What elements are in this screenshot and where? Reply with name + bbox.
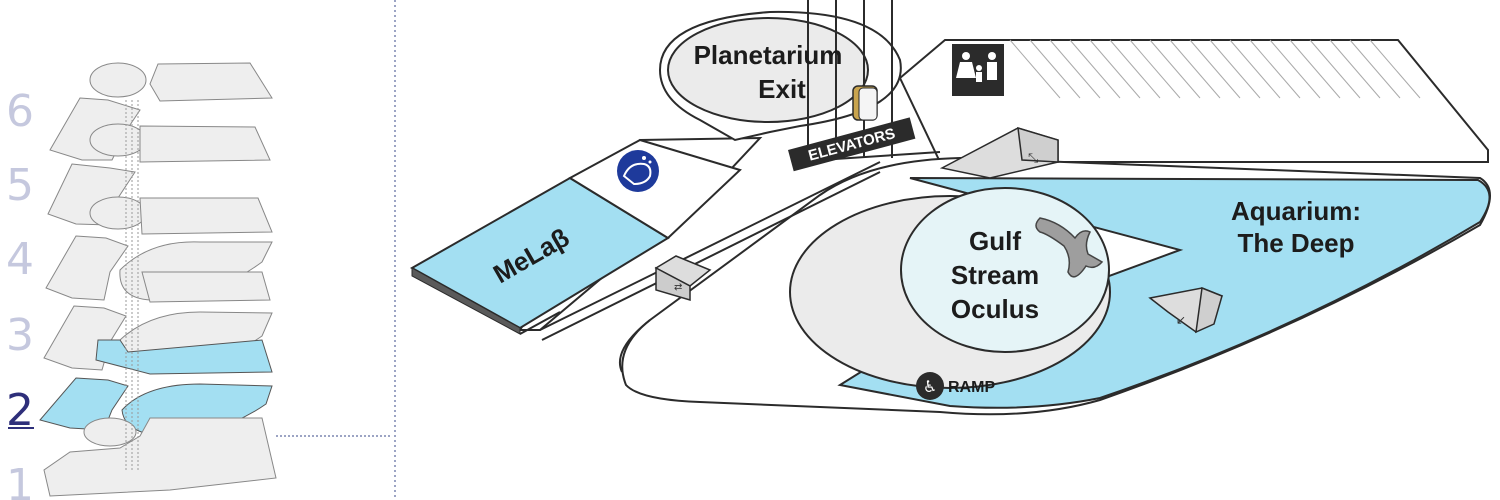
svg-text:⇄: ⇄ xyxy=(674,282,682,293)
floor-label-1[interactable]: 1 xyxy=(6,460,34,500)
elevator-door-icon xyxy=(852,85,878,121)
melab-room[interactable] xyxy=(409,138,742,335)
floor-6-plan[interactable] xyxy=(49,62,273,161)
planetarium-label-line2: Exit xyxy=(758,74,806,104)
gulf-stream-label-line1: Gulf xyxy=(969,226,1021,256)
floor-3-plan[interactable] xyxy=(43,271,273,375)
stairs-icon-corridor: ⇄ xyxy=(654,255,712,302)
upper-walkway xyxy=(898,39,1489,163)
gulf-stream-label-line3: Oculus xyxy=(951,294,1039,324)
planetarium-exit[interactable] xyxy=(658,10,902,142)
hand-washing-icon xyxy=(617,150,659,192)
svg-text:♿: ♿ xyxy=(923,377,937,396)
planetarium-label-line1: Planetarium xyxy=(694,40,843,70)
floor-label-3[interactable]: 3 xyxy=(6,310,34,361)
ramp-label: RAMP xyxy=(948,379,995,396)
hammerhead-shark-icon xyxy=(1035,217,1104,278)
floor-label-5[interactable]: 5 xyxy=(6,160,34,211)
gulf-stream-label-line2: Stream xyxy=(951,260,1039,290)
svg-text:↙: ↙ xyxy=(1176,313,1186,327)
family-restroom-icon xyxy=(952,44,1004,96)
aquarium-label-line1: Aquarium: xyxy=(1231,196,1361,226)
stairs-icon-aquarium-top: ⤡ xyxy=(939,126,1059,179)
floor-label-4[interactable]: 4 xyxy=(6,234,34,285)
floor-label-6[interactable]: 6 xyxy=(6,86,34,137)
aquarium-label-line2: The Deep xyxy=(1237,228,1354,258)
stairs-icon-aquarium: ↙ xyxy=(1148,286,1224,334)
wheelchair-icon: ♿ xyxy=(916,372,944,400)
svg-text:⤡: ⤡ xyxy=(1028,151,1039,166)
elevator-shaft-lines xyxy=(125,100,139,470)
floor-1-plan[interactable] xyxy=(43,417,277,497)
